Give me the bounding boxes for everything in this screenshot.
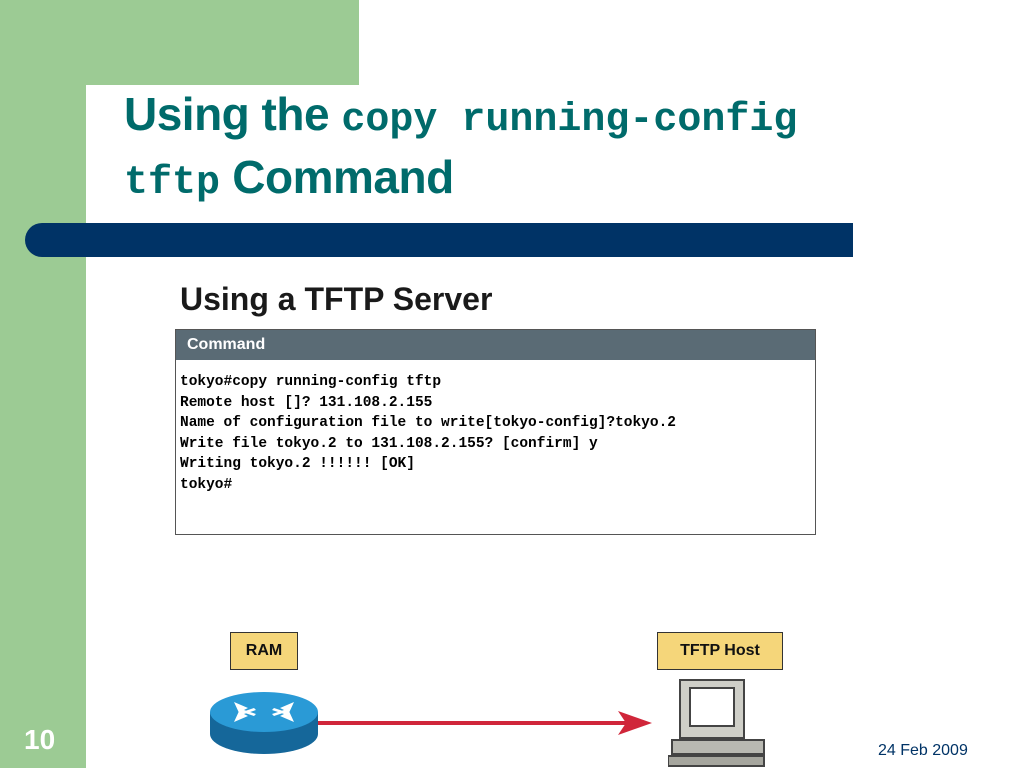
title-divider-bar: [25, 223, 853, 257]
router-icon: [210, 692, 318, 754]
command-line: Name of configuration file to write[toky…: [180, 415, 676, 431]
command-line: tokyo#copy running-config tftp: [180, 374, 442, 390]
computer-icon: [668, 679, 765, 767]
command-output: tokyo#copy running-config tftp Remote ho…: [176, 360, 815, 495]
arrow-right-icon: [318, 711, 652, 735]
ram-label: RAM: [230, 632, 298, 670]
title-code: copy running-config tftp: [124, 98, 798, 206]
slide-number: 10: [24, 724, 56, 755]
command-line: Write file tokyo.2 to 131.108.2.155? [co…: [180, 435, 598, 452]
top-green-band: [0, 0, 359, 85]
figure-heading: Using a TFTP Server: [180, 281, 493, 317]
slide-date: 24 Feb 2009: [878, 742, 968, 759]
command-line: Remote host []? 131.108.2.155: [180, 394, 433, 411]
command-box: Command tokyo#copy running-config tftp R…: [175, 329, 816, 535]
title-prefix: Using the: [124, 88, 342, 140]
slide-title: Using the copy running-config tftp Comma…: [124, 86, 824, 212]
tftp-host-label: TFTP Host: [657, 632, 783, 670]
command-line: Writing tokyo.2 !!!!!! [OK]: [180, 456, 415, 472]
command-line: tokyo#: [180, 476, 233, 493]
command-header: Command: [176, 330, 815, 360]
title-suffix: Command: [220, 151, 454, 203]
left-green-band: [0, 0, 86, 768]
